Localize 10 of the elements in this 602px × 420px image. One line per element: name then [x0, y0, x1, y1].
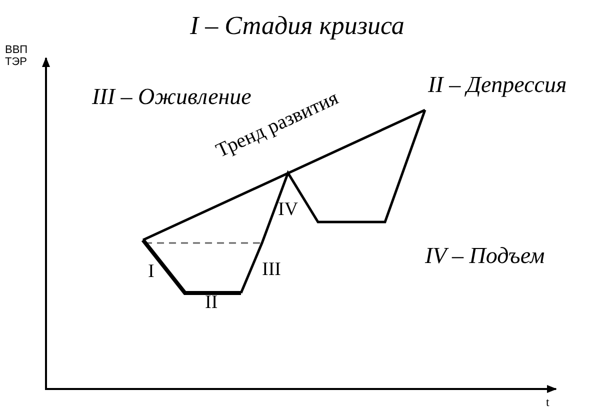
- stage-label: III – Оживление: [92, 84, 252, 110]
- phase-label: II: [205, 293, 218, 314]
- phase-label: IV: [278, 200, 298, 221]
- stage-label: I – Стадия кризиса: [190, 12, 404, 41]
- stage-label: II – Депрессия: [428, 72, 567, 98]
- phase-label: I: [148, 262, 154, 283]
- axis-label: t: [546, 396, 550, 410]
- axis-label: ВВП ТЭР: [5, 44, 29, 68]
- phase-label: III: [262, 260, 281, 281]
- stage-label: IV – Подъем: [425, 243, 545, 268]
